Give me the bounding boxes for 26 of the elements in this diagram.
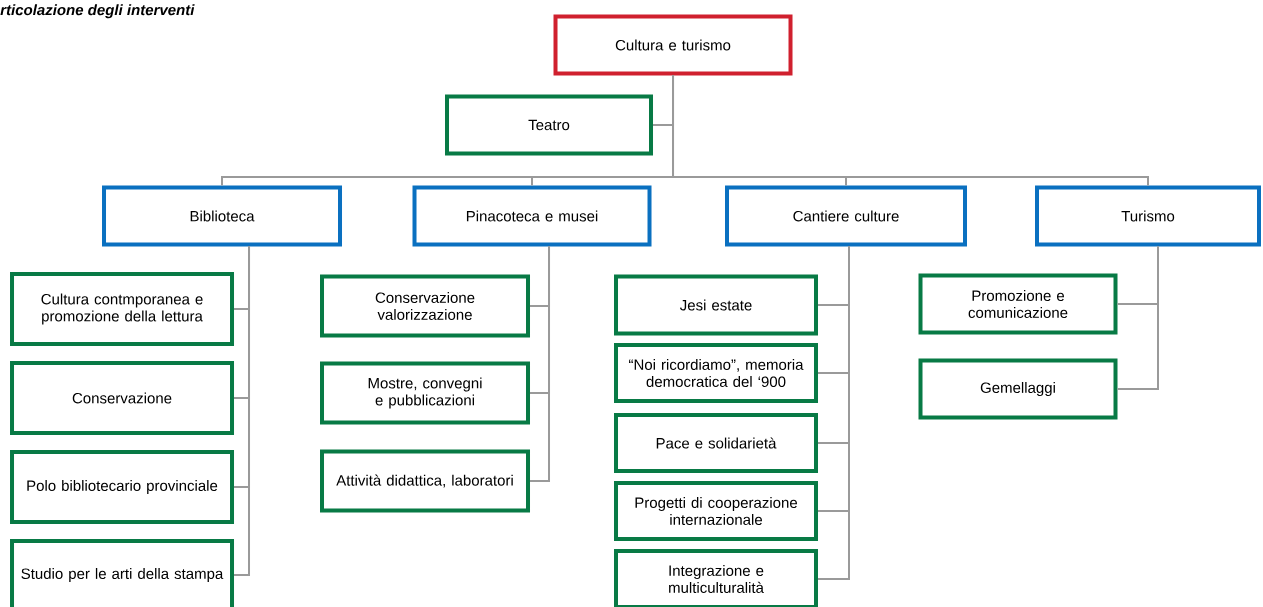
activity-box: Conservazione valorizzazione [320, 274, 530, 338]
activity-box: Jesi estate [614, 274, 818, 336]
activity-box: “Noi ricordiamo”, memoria democratica del ‘900 [614, 343, 818, 403]
heading-box: Cultura e turismo [553, 14, 793, 76]
activity-box: Attività didattica, laboratori [320, 449, 530, 513]
activity-box: Pace e solidarietà [614, 413, 818, 473]
activity-box: Gemellaggi [918, 358, 1118, 420]
connector-line [529, 245, 550, 482]
chart-title: rticolazione degli interventi [0, 4, 195, 19]
category-box: Biblioteca [102, 185, 342, 247]
activity-box: Polo bibliotecario provinciale [10, 450, 234, 524]
category-box: Cantiere culture [725, 185, 967, 247]
activity-box: Conservazione [10, 361, 234, 435]
activity-box: Teatro [445, 94, 653, 156]
activity-box: Integrazione e multiculturalità [614, 549, 818, 607]
activity-box: Progetti di cooperazione internazionale [614, 481, 818, 541]
connector-line [817, 245, 850, 580]
connector-line [672, 74, 1149, 187]
activity-box: Mostre, convegni e pubblicazioni [320, 361, 530, 425]
category-box: Turismo [1035, 185, 1261, 247]
connector-line [1116, 245, 1159, 390]
connector-line [233, 245, 250, 576]
activity-box: Cultura contmporanea e promozione della lettura [10, 272, 234, 346]
activity-box: Studio per le arti della stampa [10, 539, 234, 607]
activity-box: Promozione e comunicazione [918, 273, 1118, 335]
category-box: Pinacoteca e musei [412, 185, 652, 247]
